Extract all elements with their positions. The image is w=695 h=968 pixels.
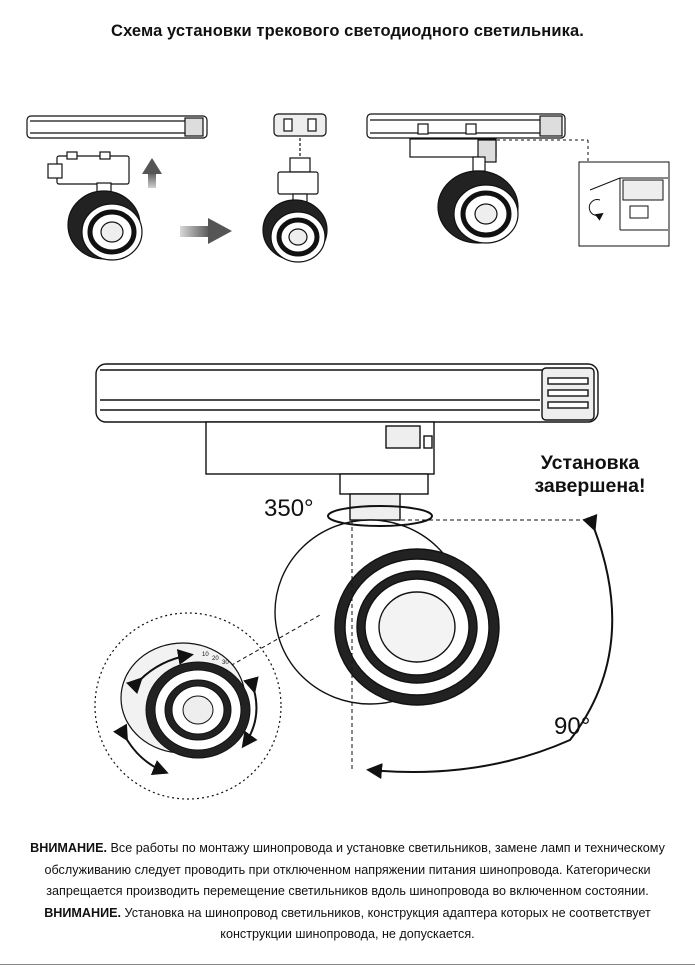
warning-paragraph-1: ВНИМАНИЕ. Все работы по монтажу шинопров… [20,838,675,903]
adapter [289,157,311,173]
main-figure [95,363,614,780]
warning-notice: ВНИМАНИЕ. Все работы по монтажу шинопров… [20,838,675,946]
tilt-arrow-icon [113,723,169,775]
tilt-arrow-icon [125,649,194,695]
step-1-figure [26,115,208,261]
track-rail [26,115,208,139]
tilt-arrow-icon [241,676,259,749]
track-adapter [56,155,130,185]
rotation-90-label: 90° [554,713,591,740]
warning-text: Установка на шинопровод светильников, ко… [121,905,651,942]
step-3-figure [366,113,566,244]
warning-heading: ВНИМАНИЕ. [44,905,122,920]
step-2-figure [262,113,328,263]
installation-complete-label: Установка завершена! [534,452,646,497]
dial-tick-label: 30 [222,660,229,666]
adapter-base [339,473,429,495]
warning-paragraph-2: ВНИМАНИЕ. Установка на шинопровод светил… [20,903,675,946]
dial-tick-label: 10 [202,652,209,658]
warning-heading: ВНИМАНИЕ. [30,841,107,855]
track-rail [95,363,599,423]
dial-ticks: 10 20 30 [202,652,229,666]
rail-profile [273,113,327,137]
dial-tick-label: 20 [212,656,219,662]
rail-end-profile [541,367,595,421]
detail-callout [497,139,670,247]
page-title: Схема установки трекового светодиодного … [111,22,584,40]
up-arrow-icon [142,158,162,188]
warning-text: Все работы по монтажу шинопровода и уста… [44,841,665,899]
right-arrow-icon [180,218,232,244]
rotation-350-label: 350° [264,495,314,522]
rotation-detail: 10 20 30 [94,612,282,800]
detail-box [578,161,670,247]
bottom-divider [0,964,695,965]
rail-end-profile [184,117,204,137]
